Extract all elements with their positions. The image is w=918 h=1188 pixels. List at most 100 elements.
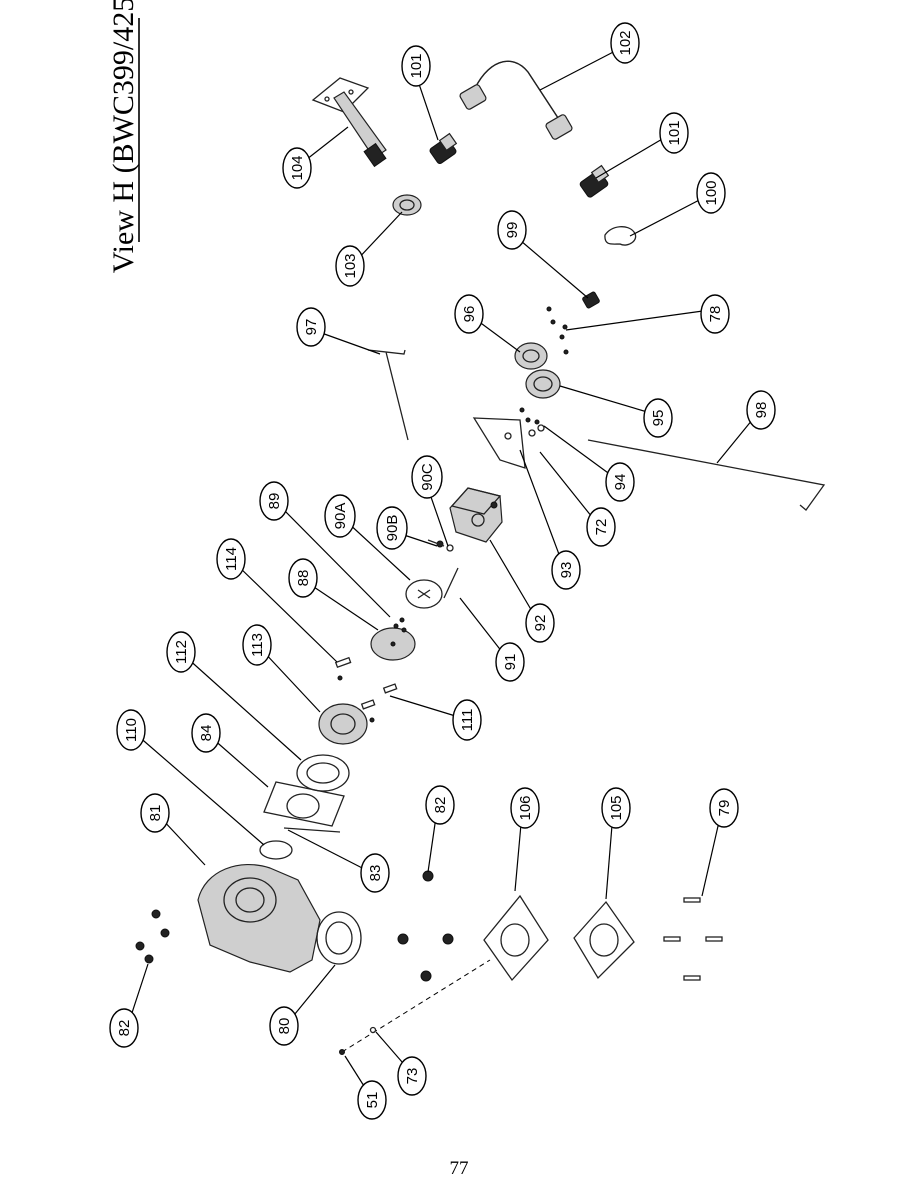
svg-text:100: 100	[703, 180, 720, 205]
svg-text:95: 95	[650, 410, 667, 427]
callout-78: 78	[700, 294, 730, 334]
svg-text:101: 101	[666, 120, 683, 145]
callout-113: 113	[242, 624, 272, 666]
callout-83: 83	[360, 853, 390, 893]
callout-90c: 90C	[411, 455, 443, 499]
part-96-sensor	[514, 342, 548, 370]
callout-73: 73	[397, 1056, 427, 1096]
callout-90b: 90B	[376, 506, 408, 550]
leader-lines	[128, 47, 758, 1095]
callout-105: 105	[601, 787, 631, 829]
part-97-rod	[367, 349, 409, 441]
part-100-clip	[604, 226, 637, 246]
part-95-sensor	[525, 369, 561, 399]
view-title: View H (BWC399/425)	[107, 0, 140, 273]
svg-text:110: 110	[123, 718, 140, 742]
callout-102: 102	[610, 22, 640, 64]
svg-text:90C: 90C	[419, 463, 436, 491]
callout-101-upper: 101	[401, 45, 431, 87]
callout-92: 92	[525, 603, 555, 643]
part-82-nuts-left	[135, 909, 170, 964]
part-112-gasket	[296, 754, 350, 792]
svg-text:78: 78	[707, 306, 724, 323]
part-110-o-ring	[259, 840, 293, 860]
callout-95: 95	[643, 398, 673, 438]
part-89-screws	[393, 617, 407, 633]
part-81-blower-housing	[197, 864, 321, 973]
view-title-group: View H (BWC399/425)	[107, 0, 140, 273]
part-51-73-screw	[339, 959, 491, 1055]
part-113-flange	[318, 703, 368, 745]
part-88-disc	[370, 627, 416, 661]
svg-text:103: 103	[342, 253, 359, 278]
svg-text:98: 98	[753, 402, 770, 419]
svg-text:99: 99	[504, 222, 521, 239]
part-114-screw	[334, 656, 352, 681]
part-111-screws	[360, 683, 398, 723]
svg-text:92: 92	[532, 615, 549, 632]
callout-91: 91	[495, 642, 525, 682]
part-104-bracket-pipe	[311, 77, 387, 168]
svg-text:80: 80	[276, 1018, 293, 1035]
svg-text:83: 83	[367, 865, 384, 882]
svg-text:104: 104	[289, 155, 306, 180]
callout-97: 97	[296, 307, 326, 347]
callout-81: 81	[140, 793, 170, 833]
callout-99: 99	[497, 210, 527, 250]
part-101-fitting-upper	[429, 132, 458, 165]
callout-90a: 90A	[324, 494, 356, 538]
callout-106: 106	[510, 787, 540, 829]
part-72-94-small	[528, 424, 545, 437]
svg-text:84: 84	[198, 725, 215, 742]
svg-text:51: 51	[364, 1092, 381, 1109]
part-78-screws	[519, 306, 569, 425]
svg-text:72: 72	[593, 519, 610, 536]
callout-103: 103	[335, 245, 365, 287]
part-105-gasket	[573, 900, 635, 980]
callout-80: 80	[269, 1006, 299, 1046]
svg-text:93: 93	[558, 562, 575, 579]
svg-text:97: 97	[303, 319, 320, 336]
svg-text:90B: 90B	[384, 515, 401, 542]
svg-text:82: 82	[432, 797, 449, 814]
callout-94: 94	[605, 462, 635, 502]
part-83-bracket	[283, 827, 341, 833]
callout-101-lower: 101	[659, 112, 689, 154]
callout-110: 110	[116, 709, 146, 751]
callout-89: 89	[259, 481, 289, 521]
svg-text:96: 96	[461, 306, 478, 323]
part-101-fitting-lower	[579, 164, 610, 198]
part-90a-orifice-plate	[405, 579, 443, 609]
callout-72: 72	[586, 507, 616, 547]
svg-text:114: 114	[223, 547, 240, 571]
part-99-plug	[582, 291, 600, 309]
callout-93: 93	[551, 550, 581, 590]
svg-text:102: 102	[617, 30, 634, 55]
callout-labels: 82 80 81 110 84 83 112 113 114 111 88 89…	[109, 22, 776, 1120]
callout-79: 79	[709, 788, 739, 828]
callout-100: 100	[696, 172, 726, 214]
part-106-base-plate	[483, 894, 549, 982]
svg-text:94: 94	[612, 474, 629, 491]
part-93-plate	[472, 417, 526, 469]
callout-104: 104	[282, 147, 312, 189]
svg-text:90A: 90A	[332, 503, 349, 530]
callout-88: 88	[288, 558, 318, 598]
svg-text:89: 89	[266, 493, 283, 510]
svg-text:88: 88	[295, 570, 312, 587]
svg-text:81: 81	[147, 805, 164, 822]
page-number: 77	[449, 1158, 469, 1179]
svg-text:73: 73	[404, 1068, 421, 1085]
part-90b-90c-fittings	[427, 539, 454, 552]
part-92-gas-valve	[449, 487, 503, 543]
callout-82-left: 82	[109, 1008, 139, 1048]
part-82-nuts-lower	[397, 870, 454, 982]
callout-96: 96	[454, 294, 484, 334]
part-103-elbow	[392, 194, 422, 216]
svg-text:113: 113	[249, 633, 266, 657]
callout-112: 112	[166, 631, 196, 673]
part-79-pins	[663, 897, 723, 981]
part-102-hose	[459, 60, 573, 140]
callout-111: 111	[452, 699, 482, 741]
